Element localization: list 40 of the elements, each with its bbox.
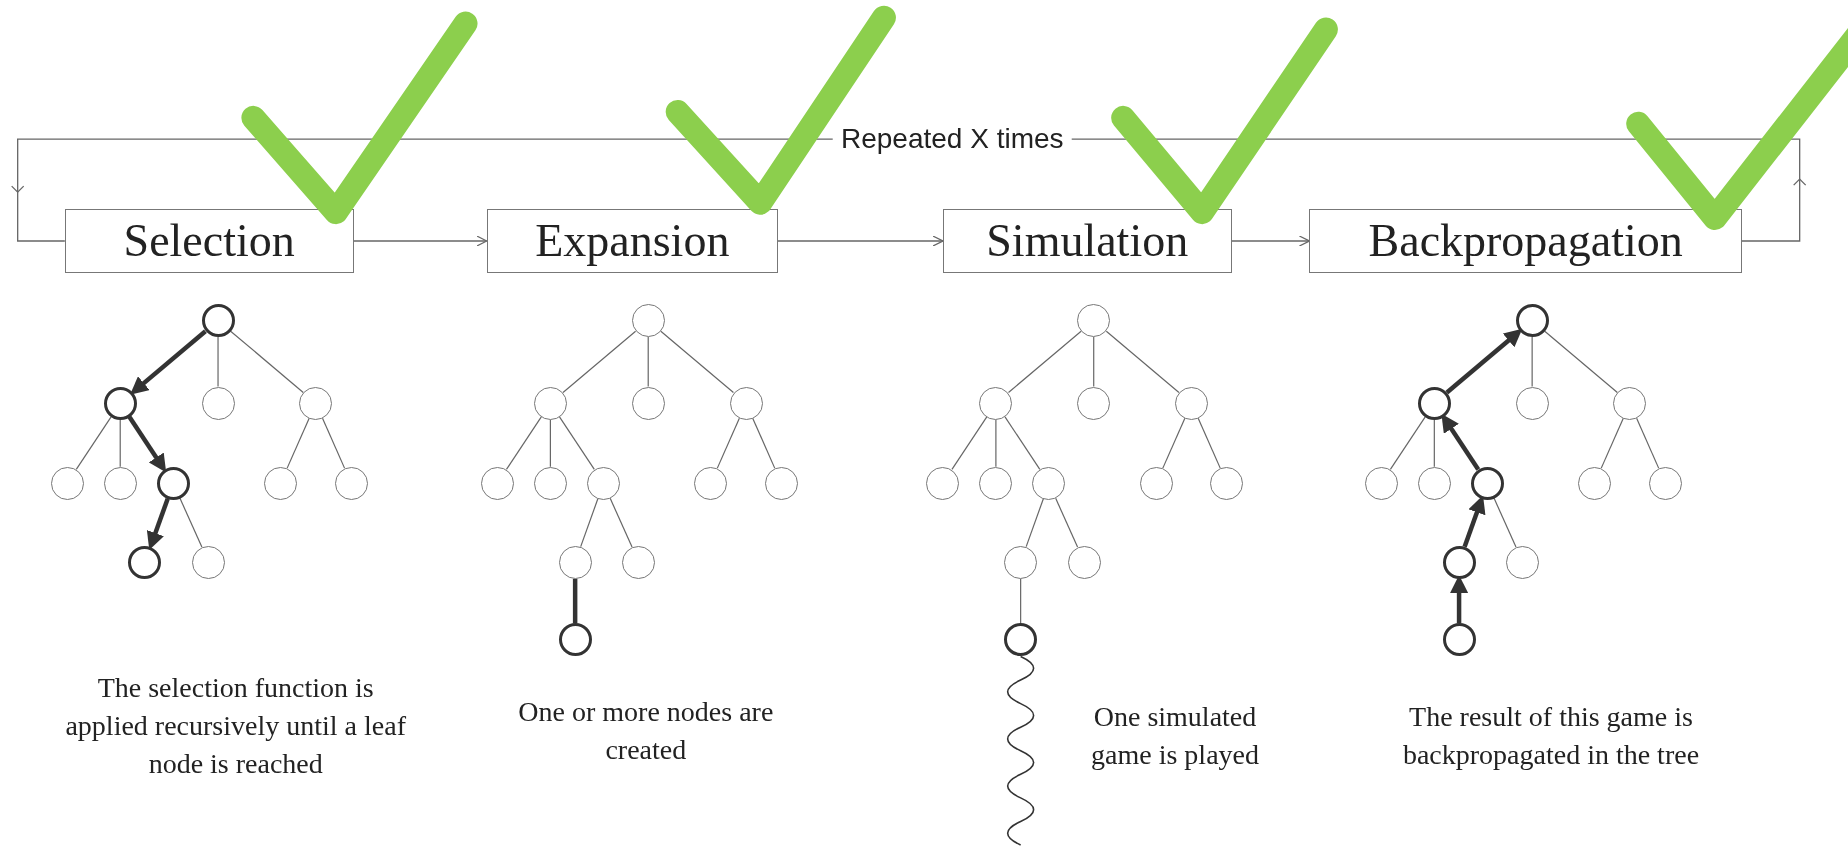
- step-title: Expansion: [535, 218, 730, 264]
- arrow: [1230, 235, 1311, 247]
- tree-edge: [217, 336, 219, 388]
- tree-edge: [580, 498, 599, 548]
- description-text: The selection function is applied recursively until a leaf node is reached: [64, 671, 407, 781]
- step-title: Selection: [123, 218, 295, 264]
- tree-edge: [1093, 336, 1095, 388]
- step-title: Simulation: [986, 218, 1189, 264]
- tree-edge: [995, 418, 997, 468]
- description-text: The result of this game is backpropagated in the tree: [1401, 699, 1701, 772]
- tree-edge: [549, 418, 551, 468]
- tree-edge: [1025, 498, 1044, 548]
- step-box: [1309, 208, 1742, 274]
- tree-edge: [1020, 578, 1022, 625]
- tree-edge: [1105, 330, 1180, 394]
- tree-edge: [1544, 330, 1618, 394]
- tree-edge: [1531, 336, 1533, 388]
- tree-edge: [230, 330, 304, 394]
- description-text: One or more nodes are created: [517, 695, 775, 767]
- arrow: [777, 235, 944, 247]
- step-box: [942, 208, 1232, 274]
- tree-edge: [1433, 418, 1435, 468]
- tree-edge: [572, 578, 578, 624]
- description-text: One simulated game is played: [1090, 699, 1260, 772]
- tree-edge: [647, 336, 649, 388]
- tree-edge: [660, 330, 734, 394]
- tree-edge: [558, 416, 595, 471]
- step-box: [486, 208, 778, 274]
- arrow: [130, 329, 207, 395]
- tree-edge: [951, 416, 988, 471]
- step-box: [64, 208, 354, 274]
- tree-edge: [562, 330, 637, 394]
- tree-edge: [119, 418, 121, 468]
- edge-label: Repeated X times: [833, 125, 1072, 154]
- arrow: [1445, 328, 1523, 395]
- tree-edge: [1004, 416, 1041, 471]
- tree-edge: [1007, 330, 1082, 394]
- step-title: Backpropagation: [1368, 218, 1683, 264]
- arrow: [352, 235, 488, 247]
- tree-edge: [505, 416, 542, 471]
